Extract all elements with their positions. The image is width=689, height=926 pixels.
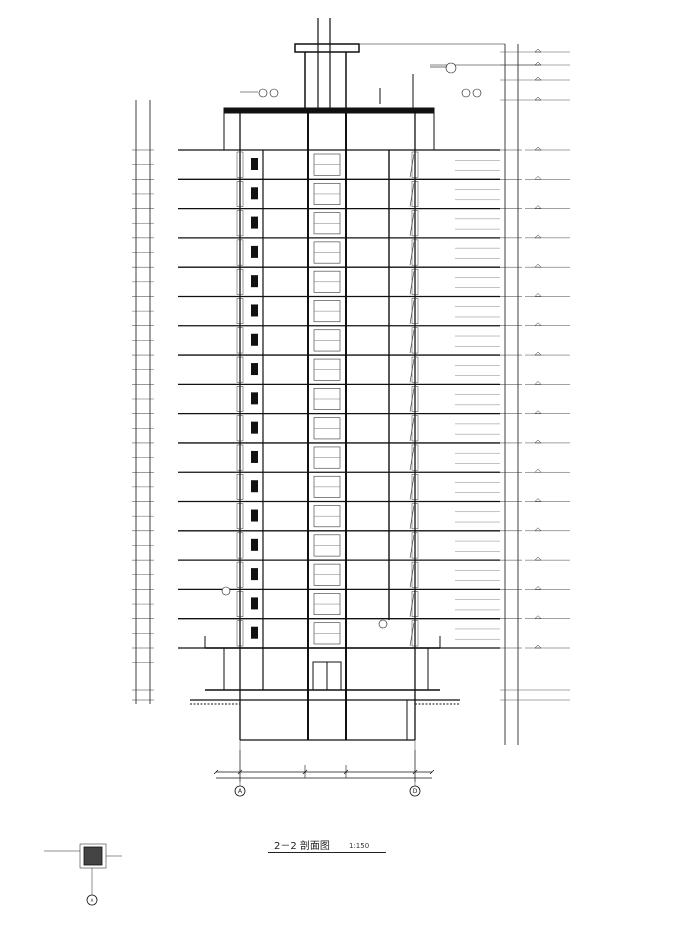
level-mark-triangle [534, 351, 542, 356]
level-mark-triangle [534, 468, 542, 473]
window-mark [251, 187, 258, 200]
exterior-wall-band-left [236, 503, 244, 530]
level-mark-triangle [534, 175, 542, 180]
stair-mark [409, 271, 415, 295]
level-mark-triangle [534, 380, 542, 385]
detail-axis-label: A [91, 898, 94, 903]
window-mark [251, 363, 258, 376]
level-mark-triangle [534, 48, 542, 53]
level-mark-triangle [534, 556, 542, 561]
exterior-wall-band-left [236, 151, 244, 178]
level-mark-triangle [534, 61, 542, 66]
level-mark-triangle [534, 439, 542, 444]
exterior-wall-band-left [236, 561, 244, 588]
exterior-wall-band-left [236, 210, 244, 237]
exterior-wall-band-left [236, 473, 244, 500]
level-mark-triangle [534, 96, 542, 101]
stair-mark [409, 505, 415, 529]
grid-axis-a: A [234, 740, 246, 797]
exterior-wall-band-left [236, 591, 244, 617]
level-mark-triangle [534, 263, 542, 268]
stair-mark [409, 183, 415, 207]
stair-mark [409, 446, 415, 471]
exterior-wall-band-left [236, 268, 244, 295]
level-mark-triangle [534, 586, 542, 590]
stair-mark [409, 417, 415, 441]
stair-mark [409, 300, 415, 324]
stair-mark [409, 241, 415, 266]
window-mark [251, 421, 258, 434]
level-mark-triangle [534, 644, 542, 649]
stair-mark [409, 359, 415, 383]
window-mark [251, 538, 258, 551]
exterior-wall-band-left [236, 239, 244, 266]
window-mark [251, 480, 258, 493]
grid-axis-d: D [409, 740, 421, 797]
level-mark-triangle [534, 293, 542, 297]
drawing-scale: 1:150 [349, 842, 370, 850]
window-mark [251, 509, 258, 522]
stair-mark [409, 476, 415, 500]
level-mark-triangle [534, 322, 542, 327]
window-mark [251, 392, 258, 405]
axis-label-a: A [238, 788, 243, 795]
axis-label-d: D [413, 788, 418, 795]
stair-mark [409, 534, 415, 559]
detail-callouts [221, 62, 482, 629]
exterior-wall-band-left [236, 356, 244, 383]
exterior-wall-band-left [236, 444, 244, 471]
window-mark [251, 626, 258, 639]
window-mark [251, 158, 258, 170]
exterior-wall-band-left [236, 532, 244, 559]
level-mark-triangle [534, 234, 542, 239]
level-mark-triangle [534, 76, 542, 81]
title-underline [268, 852, 386, 853]
level-mark-triangle [534, 498, 542, 502]
exterior-wall-band-left [236, 327, 244, 354]
level-mark-triangle [534, 410, 542, 414]
stair-mark [409, 388, 415, 412]
stair-mark [409, 622, 415, 647]
exterior-wall-band-left [236, 181, 244, 207]
exterior-wall-band-left [236, 620, 244, 647]
level-mark-triangle [534, 527, 542, 532]
window-mark [251, 245, 258, 258]
level-mark-triangle [534, 146, 542, 151]
stair-mark [409, 564, 415, 588]
window-mark [251, 216, 258, 229]
dim-slash [343, 769, 349, 775]
dim-slash [302, 769, 308, 775]
window-mark [251, 275, 258, 288]
stair-mark [409, 329, 415, 354]
window-mark [251, 450, 258, 463]
window-mark [251, 597, 258, 610]
wall-detail: A [44, 843, 122, 906]
roof-slab [223, 107, 435, 114]
dim-slash [429, 769, 435, 775]
dim-slash [213, 769, 219, 775]
elevator-machine-room [294, 43, 360, 53]
exterior-wall-band-left [236, 415, 244, 442]
stair-mark [409, 212, 415, 236]
window-mark [251, 333, 258, 346]
level-mark-triangle [534, 615, 542, 619]
stair-mark [409, 153, 415, 178]
floor-levels [132, 48, 570, 775]
exterior-wall-band-left [236, 298, 244, 325]
window-mark [251, 304, 258, 317]
level-mark-triangle [534, 205, 542, 209]
window-mark [251, 568, 258, 581]
exterior-wall-band-left [236, 386, 244, 412]
stair-mark [409, 593, 415, 617]
drawing-title: 2－2 剖面图 [274, 841, 330, 852]
building-frame [135, 18, 540, 782]
